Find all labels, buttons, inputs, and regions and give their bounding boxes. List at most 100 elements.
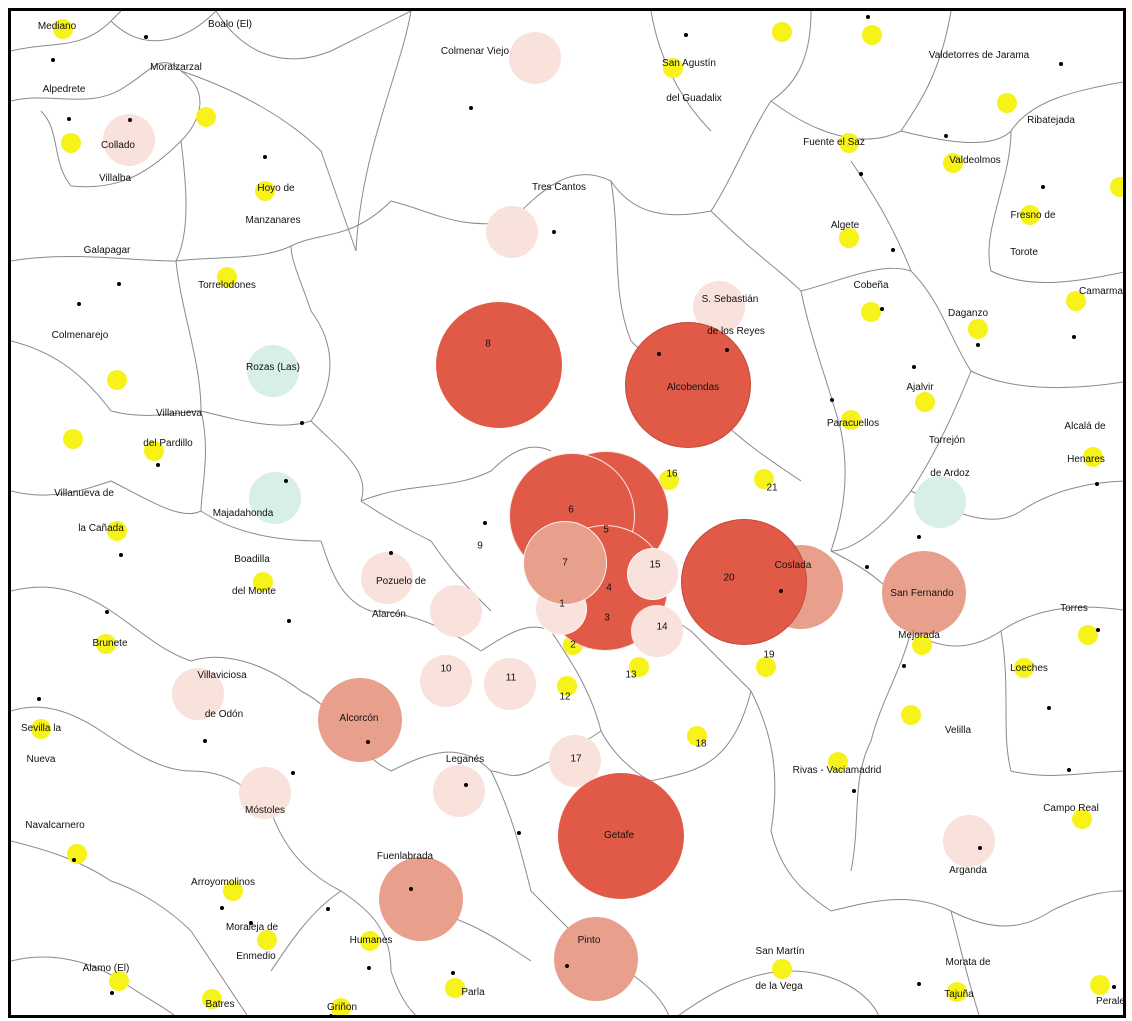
district-number: 6	[568, 504, 574, 516]
label-villanueva-canada: Villanueva de	[54, 488, 114, 499]
label-torrelodones: Torrelodones	[198, 280, 256, 291]
label-mostoles: Móstoles	[244, 805, 286, 816]
label-daganzo: Daganzo	[947, 308, 989, 319]
centroid-dot	[891, 248, 895, 252]
label-boadilla: Boadilla	[234, 554, 270, 565]
label-guadalix: del Guadalix	[666, 93, 722, 104]
centroid-dot	[67, 117, 71, 121]
centroid-dot	[110, 991, 114, 995]
label-boalo: Boalo (El)	[208, 19, 252, 30]
centroid-dot	[944, 134, 948, 138]
label-fuenlabrada: Fuenlabrada	[376, 851, 434, 862]
centroid-dot	[367, 966, 371, 970]
yellow-marker	[31, 719, 51, 739]
centroid-dot	[852, 789, 856, 793]
yellow-marker	[756, 657, 776, 677]
yellow-marker	[1083, 447, 1103, 467]
centroid-dot	[976, 343, 980, 347]
yellow-marker	[912, 635, 932, 655]
bubble-17	[549, 735, 601, 787]
label-colmenarejo: Colmenarejo	[51, 330, 109, 341]
yellow-marker	[107, 370, 127, 390]
label-galapagar: Galapagar	[83, 245, 131, 256]
label-valdetorres: Valdetorres de Jarama	[928, 50, 1030, 61]
centroid-dot	[409, 887, 413, 891]
district-number: 9	[477, 540, 483, 552]
yellow-marker	[1090, 975, 1110, 995]
yellow-marker	[687, 726, 707, 746]
district-number: 10	[440, 663, 452, 675]
yellow-marker	[828, 752, 848, 772]
label-torote: Torote	[1010, 247, 1038, 258]
label-rozas: Rozas (Las)	[246, 362, 300, 373]
bubble-arganda	[943, 815, 995, 867]
centroid-dot	[156, 463, 160, 467]
centroid-dot	[263, 155, 267, 159]
label-sanse2: de los Reyes	[707, 326, 765, 337]
label-enmedio: Enmedio	[236, 951, 276, 962]
label-sanse: S. Sebastián	[701, 294, 759, 305]
label-arganda: Arganda	[949, 865, 987, 876]
centroid-dot	[203, 739, 207, 743]
label-grinon: Griñon	[326, 1002, 358, 1013]
yellow-marker	[67, 844, 87, 864]
bubble-20	[681, 519, 807, 645]
label-de-la-vega: de la Vega	[755, 981, 803, 992]
centroid-dot	[917, 535, 921, 539]
label-villanueva-pardillo: Villanueva	[156, 408, 202, 419]
bubble-rozas	[247, 345, 299, 397]
label-arroyomolinos: Arroyomolinos	[191, 877, 255, 888]
label-perales: Perales	[1096, 996, 1125, 1007]
yellow-marker	[196, 107, 216, 127]
bubble-majadahonda	[249, 472, 301, 524]
centroid-dot	[917, 982, 921, 986]
district-number: 15	[649, 559, 661, 571]
bubble-8	[436, 302, 562, 428]
district-number: 13	[625, 669, 637, 681]
bubble-11	[484, 658, 536, 710]
map-frame: Mediano Boalo (El) Colmenar Viejo San Ag…	[8, 8, 1126, 1018]
yellow-marker	[1072, 809, 1092, 829]
centroid-dot	[128, 118, 132, 122]
bubble-9	[430, 585, 482, 637]
yellow-marker	[1066, 291, 1086, 311]
centroid-dot	[1067, 768, 1071, 772]
label-algete: Algete	[830, 220, 860, 231]
bubble-alcobendas	[625, 322, 751, 448]
centroid-dot	[880, 307, 884, 311]
centroid-dot	[249, 921, 253, 925]
label-getafe: Getafe	[603, 830, 635, 841]
centroid-dot	[37, 697, 41, 701]
yellow-marker	[63, 429, 83, 449]
label-tres-cantos: Tres Cantos	[531, 182, 587, 193]
label-san-agustin: San Agustín	[662, 58, 716, 69]
yellow-marker	[96, 634, 116, 654]
label-del-monte: del Monte	[232, 586, 276, 597]
yellow-marker	[144, 441, 164, 461]
yellow-marker	[1110, 177, 1123, 197]
label-velilla: Velilla	[944, 725, 972, 736]
district-number: 16	[666, 468, 678, 480]
centroid-dot	[1096, 628, 1100, 632]
centroid-dot	[300, 421, 304, 425]
district-number: 14	[656, 621, 668, 633]
label-valdeolmos: Valdeolmos	[949, 155, 1001, 166]
yellow-marker	[360, 931, 380, 951]
yellow-marker	[997, 93, 1017, 113]
bubble-7	[523, 521, 607, 605]
label-sevilla: Sevilla la	[20, 723, 62, 734]
label-la-canada: la Cañada	[78, 523, 124, 534]
centroid-dot	[779, 589, 783, 593]
bubble-torrejon	[914, 476, 966, 528]
label-villalba: Villalba	[98, 173, 132, 184]
bubble-tres-cantos	[486, 206, 538, 258]
centroid-dot	[830, 398, 834, 402]
centroid-dot	[902, 664, 906, 668]
yellow-marker	[915, 392, 935, 412]
bubble-pinto	[554, 917, 638, 1001]
label-nueva: Nueva	[26, 754, 56, 765]
yellow-marker	[202, 989, 222, 1009]
label-brunete: Brunete	[92, 638, 128, 649]
centroid-dot	[144, 35, 148, 39]
centroid-dot	[1095, 482, 1099, 486]
